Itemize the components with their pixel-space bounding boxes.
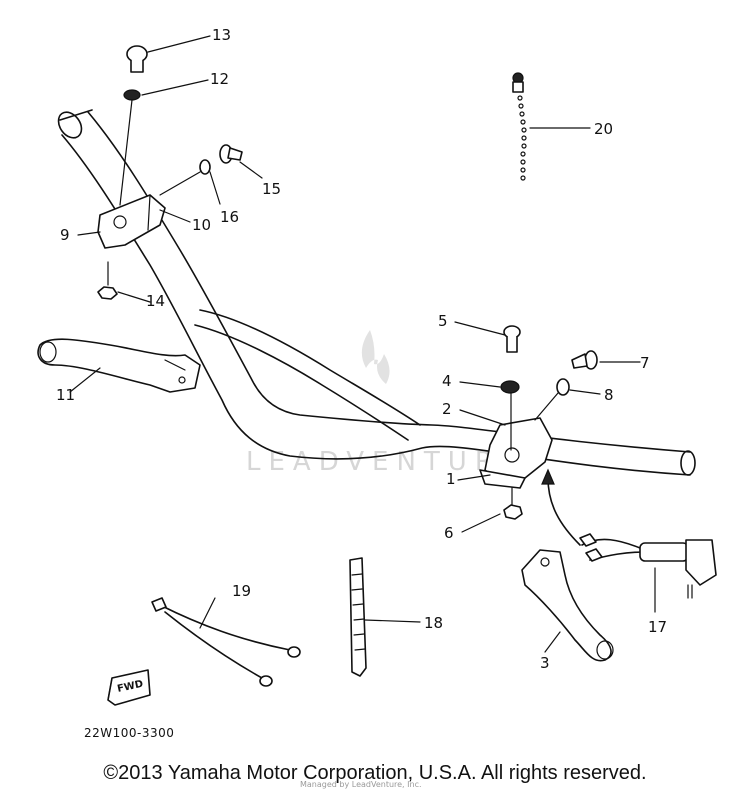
callout-10: 10: [192, 216, 211, 234]
copyright-notice: ©2013 Yamaha Motor Corporation, U.S.A. A…: [103, 762, 647, 784]
callout-13: 13: [212, 26, 231, 44]
nut-14: [97, 286, 118, 300]
handlebar: [57, 109, 696, 476]
callout-18: 18: [424, 614, 443, 632]
parts-diagram: LEADVENTURE: [37, 26, 717, 740]
callout-12: 12: [210, 70, 229, 88]
bolt-5: [503, 325, 521, 353]
callout-5: 5: [438, 312, 448, 330]
fwd-label-text: FWD: [116, 679, 144, 695]
callout-6: 6: [444, 524, 454, 542]
callout-7: 7: [640, 354, 650, 372]
fwd-label: FWD: [107, 669, 151, 706]
screw-15: [219, 144, 243, 164]
nut-6: [503, 504, 523, 520]
callout-2: 2: [442, 400, 452, 418]
leader-lines: [69, 35, 656, 653]
callout-19: 19: [232, 582, 251, 600]
callout-3: 3: [540, 654, 550, 672]
callout-14: 14: [146, 292, 165, 310]
watermark-small-text: Managed by LeadVenture, Inc.: [300, 780, 422, 789]
callout-8: 8: [604, 386, 614, 404]
assembly-arrow: [547, 477, 581, 546]
cable-19: [151, 597, 301, 687]
callout-numbers: 13 12 9 10 14 15 16 11 20 5 4 2 1 6 7 8 …: [56, 26, 667, 672]
washer-12: [123, 89, 141, 101]
callout-9: 9: [60, 226, 70, 244]
callout-11: 11: [56, 386, 75, 404]
leadventure-watermark: LEADVENTURE: [246, 330, 525, 477]
brake-lever-3: [521, 549, 614, 662]
washer-4: [500, 380, 520, 394]
right-lever-holder: [479, 417, 553, 489]
bolt-13: [126, 45, 148, 73]
strap-18: [349, 557, 367, 677]
clutch-lever-11: [37, 338, 201, 393]
left-lever-holder: [97, 194, 166, 249]
callout-15: 15: [262, 180, 281, 198]
callout-20: 20: [594, 120, 613, 138]
part-code: 22W100-3300: [84, 726, 174, 740]
callout-1: 1: [446, 470, 456, 488]
callout-16: 16: [220, 208, 239, 226]
washer-8: [556, 378, 570, 396]
callout-17: 17: [648, 618, 667, 636]
washer-16: [199, 159, 211, 175]
engine-stop-switch-17: [579, 533, 717, 599]
screw-7: [571, 350, 598, 370]
callout-4: 4: [442, 372, 452, 390]
chain-20: [512, 72, 527, 181]
watermark-brand: LEADVENTURE: [246, 447, 525, 477]
